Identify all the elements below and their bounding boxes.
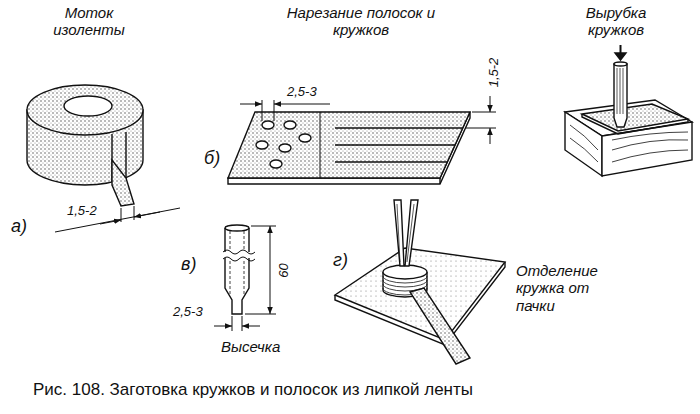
punch-tool bbox=[214, 225, 276, 331]
figure-label: Отделение кружка от пачки bbox=[515, 262, 627, 314]
figure-label: а) bbox=[10, 216, 28, 237]
figure-label: 1,5-2 bbox=[488, 56, 503, 88]
stack-separation bbox=[335, 200, 505, 364]
tape-plate bbox=[228, 96, 496, 184]
figure-label: Высечка bbox=[220, 338, 281, 355]
figure-label: г) bbox=[332, 250, 349, 271]
figure-label: Вырубка кружков bbox=[560, 4, 672, 39]
figure-label: 1,5-2 bbox=[66, 204, 98, 219]
figure-label: Моток изоленты bbox=[38, 4, 140, 39]
figure-label: б) bbox=[203, 148, 221, 169]
figure-label: 60 bbox=[277, 262, 292, 278]
wood-block bbox=[565, 45, 692, 176]
figure-label: 2,5-3 bbox=[172, 305, 204, 320]
tape-roll bbox=[27, 85, 180, 232]
figure-label: Нарезание полосок и кружков bbox=[270, 4, 452, 39]
figure-label: 2,5-3 bbox=[286, 85, 318, 100]
figure-caption: Рис. 108. Заготовка кружков и полосок из… bbox=[33, 380, 473, 400]
figure-label: в) bbox=[180, 254, 197, 275]
